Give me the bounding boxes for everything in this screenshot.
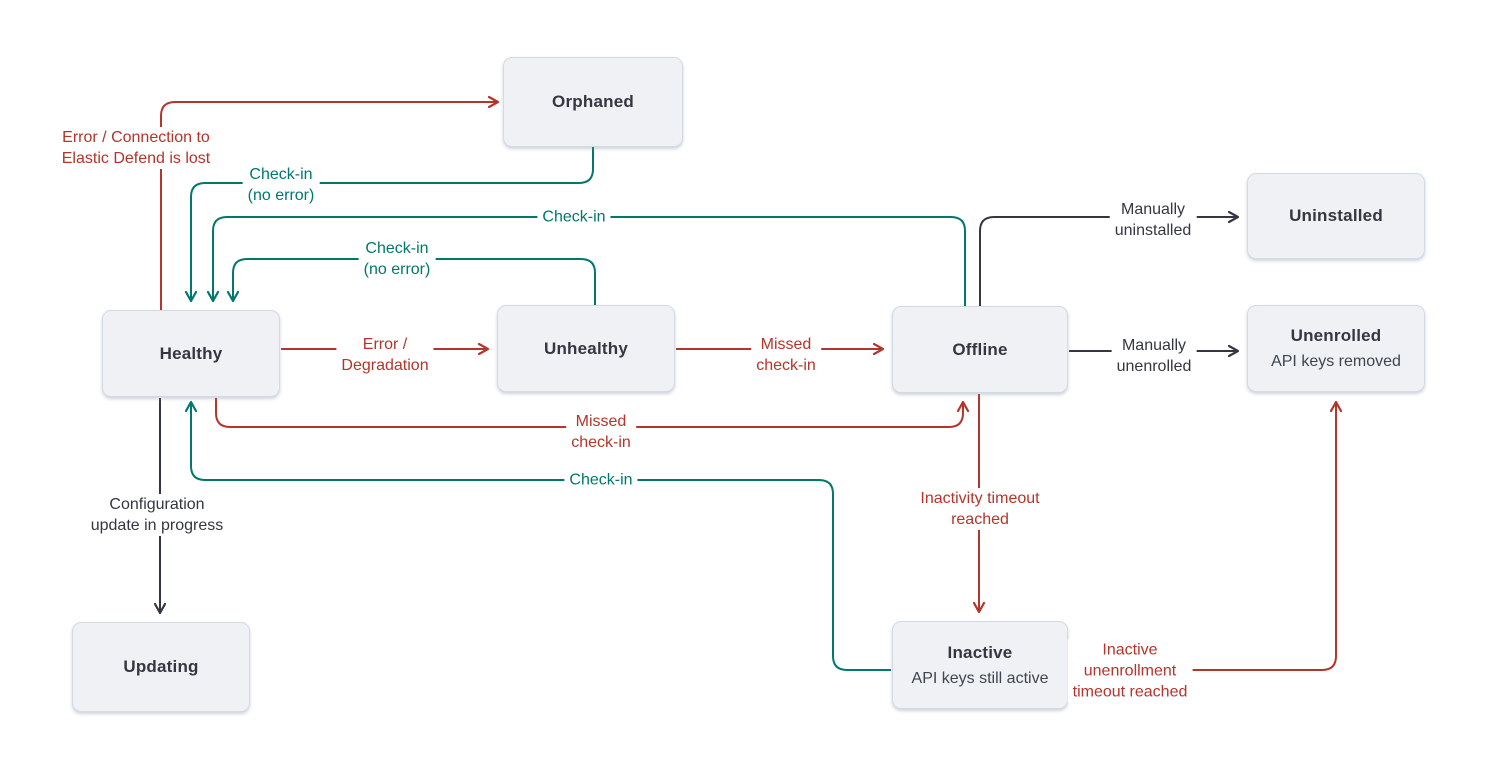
- node-offline-label: Offline: [952, 339, 1008, 359]
- edge-label-checkin-no-error-unhealthy: Check-in (no error): [358, 238, 436, 280]
- node-unhealthy: Unhealthy: [497, 305, 675, 392]
- edge-offline-to-uninstalled: [979, 210, 1240, 307]
- edge-inactive-to-unenrolled: [1069, 400, 1343, 671]
- edge-label-manually-unenrolled: Manually unenrolled: [1111, 335, 1197, 377]
- node-orphaned: Orphaned: [503, 57, 683, 147]
- edge-label-configuration-update: Configuration update in progress: [85, 494, 229, 536]
- node-healthy: Healthy: [102, 310, 280, 397]
- node-offline: Offline: [892, 306, 1068, 393]
- edge-label-error-connection: Error / Connection to Elastic Defend is …: [56, 127, 216, 169]
- edge-inactive-to-healthy: [184, 400, 891, 671]
- edge-orphaned-to-healthy: [184, 147, 594, 303]
- node-inactive-label: Inactive: [947, 642, 1013, 662]
- node-unenrolled-label: Unenrolled: [1290, 326, 1382, 345]
- node-healthy-label: Healthy: [159, 343, 223, 363]
- edge-label-checkin-inactive: Check-in: [564, 469, 638, 491]
- edge-label-checkin-offline: Check-in: [537, 206, 611, 228]
- edge-label-inactive-unenrollment-timeout: Inactive unenrollment timeout reached: [1067, 639, 1193, 703]
- node-unenrolled: Unenrolled API keys removed: [1247, 305, 1425, 392]
- edge-label-manually-uninstalled: Manually uninstalled: [1109, 199, 1197, 241]
- node-orphaned-label: Orphaned: [552, 92, 634, 111]
- node-updating: Updating: [72, 622, 250, 712]
- edge-label-error-degradation: Error / Degradation: [336, 334, 434, 376]
- node-unenrolled-sublabel: API keys removed: [1271, 353, 1401, 370]
- node-inactive: Inactive API keys still active: [892, 621, 1068, 709]
- node-uninstalled: Uninstalled: [1247, 173, 1425, 259]
- edge-label-inactivity-timeout: Inactivity timeout reached: [915, 488, 1045, 530]
- node-inactive-sublabel: API keys still active: [911, 669, 1049, 687]
- edge-offline-to-healthy: [206, 216, 966, 307]
- node-unhealthy-label: Unhealthy: [544, 338, 628, 358]
- edge-label-missed-checkin-healthy: Missed check-in: [566, 411, 636, 453]
- node-uninstalled-label: Uninstalled: [1289, 206, 1383, 225]
- edge-label-missed-checkin-unhealthy: Missed check-in: [751, 334, 821, 376]
- edge-healthy-to-orphaned: [160, 95, 500, 312]
- edge-label-checkin-no-error-orphaned: Check-in (no error): [242, 164, 320, 206]
- node-updating-label: Updating: [123, 657, 199, 676]
